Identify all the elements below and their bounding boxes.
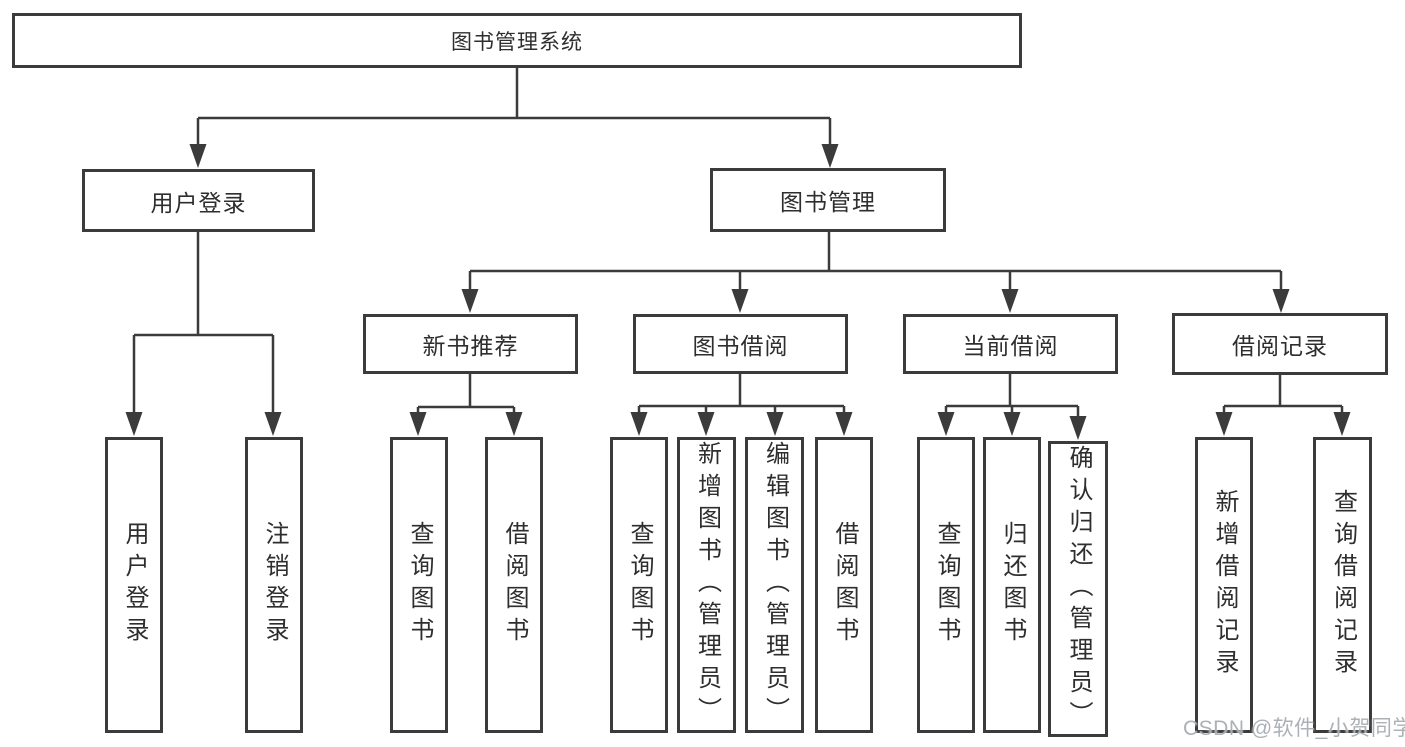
node-current-borrowing-label: 当前借阅	[962, 333, 1059, 359]
leaf-borrow-books-borrowing: 借阅图书	[815, 437, 873, 733]
arrow-down-icon	[505, 412, 523, 436]
arrow-down-icon	[1215, 412, 1233, 436]
node-root-label: 图书管理系统	[451, 30, 583, 54]
connector-user-login-children	[132, 232, 275, 418]
node-borrowing-records: 借阅记录	[1172, 313, 1388, 375]
leaf-confirm-return-admin: 确认归还（管理员）	[1048, 441, 1108, 737]
arrow-down-icon	[125, 412, 143, 436]
leaf-add-borrow-record-label: 新增借阅记录	[1211, 489, 1238, 681]
leaf-logout-label: 注销登录	[261, 521, 288, 649]
connector-book-management-children	[468, 232, 1283, 295]
leaf-add-book-admin: 新增图书（管理员）	[677, 437, 736, 733]
node-borrowing-records-label: 借阅记录	[1232, 333, 1328, 359]
connector-root-to-level2	[196, 66, 832, 150]
leaf-query-books-borrowing: 查询图书	[610, 437, 668, 733]
leaf-confirm-return-admin-label: 确认归还（管理员）	[1065, 445, 1092, 733]
arrow-down-icon	[409, 412, 427, 436]
node-book-management-label: 图书管理	[780, 189, 876, 215]
leaf-query-borrow-record: 查询借阅记录	[1313, 437, 1372, 733]
node-current-borrowing: 当前借阅	[903, 314, 1118, 374]
leaf-query-books-current-label: 查询图书	[933, 521, 960, 649]
arrow-down-icon	[461, 289, 479, 313]
arrow-down-icon	[821, 144, 839, 168]
csdn-watermark: CSDN @软件_小贺同学	[1183, 717, 1405, 740]
node-book-borrowing-label: 图书借阅	[692, 333, 789, 359]
arrowhead-group	[125, 144, 1351, 440]
leaf-add-book-admin-label: 新增图书（管理员）	[693, 441, 721, 729]
node-user-login-label: 用户登录	[150, 189, 247, 216]
leaf-query-borrow-record-label: 查询借阅记录	[1329, 489, 1357, 681]
leaf-logout: 注销登录	[245, 437, 303, 733]
leaf-add-borrow-record: 新增借阅记录	[1195, 437, 1253, 733]
leaf-return-books-label: 归还图书	[999, 521, 1026, 649]
leaf-borrow-books-borrowing-label: 借阅图书	[831, 521, 858, 649]
arrow-down-icon	[937, 412, 955, 436]
arrow-down-icon	[835, 412, 853, 436]
node-new-book-recommendation-label: 新书推荐	[422, 333, 519, 359]
connector-borrowing-records-children	[1222, 374, 1344, 418]
node-user-login: 用户登录	[82, 169, 315, 232]
node-book-borrowing: 图书借阅	[633, 314, 848, 374]
leaf-edit-book-admin-label: 编辑图书（管理员）	[761, 441, 789, 729]
leaf-edit-book-admin: 编辑图书（管理员）	[745, 437, 804, 733]
arrow-down-icon	[630, 412, 648, 436]
leaf-user-login: 用户登录	[105, 437, 163, 733]
leaf-return-books: 归还图书	[983, 437, 1041, 733]
leaf-query-books-recommend-label: 查询图书	[406, 521, 433, 649]
arrow-down-icon	[1272, 289, 1290, 313]
arrow-down-icon	[1069, 416, 1087, 440]
leaf-user-login-label: 用户登录	[121, 521, 148, 649]
node-new-book-recommendation: 新书推荐	[363, 314, 578, 374]
arrow-down-icon	[1001, 289, 1019, 313]
arrow-down-icon	[697, 412, 715, 436]
arrow-down-icon	[1003, 412, 1021, 436]
connector-new-book-children	[416, 374, 516, 418]
arrow-down-icon	[264, 412, 282, 436]
node-book-management: 图书管理	[710, 168, 946, 232]
leaf-query-books-current: 查询图书	[917, 437, 975, 733]
leaf-borrow-books-recommend: 借阅图书	[485, 437, 543, 733]
node-root: 图书管理系统	[12, 13, 1022, 68]
leaf-query-books-borrowing-label: 查询图书	[626, 521, 653, 649]
arrow-down-icon	[731, 289, 749, 313]
connector-book-borrowing-children	[637, 374, 846, 418]
leaf-query-books-recommend: 查询图书	[390, 437, 448, 733]
leaf-borrow-books-recommend-label: 借阅图书	[501, 521, 528, 649]
arrow-down-icon	[1333, 412, 1351, 436]
arrow-down-icon	[189, 144, 207, 168]
arrow-down-icon	[766, 412, 784, 436]
